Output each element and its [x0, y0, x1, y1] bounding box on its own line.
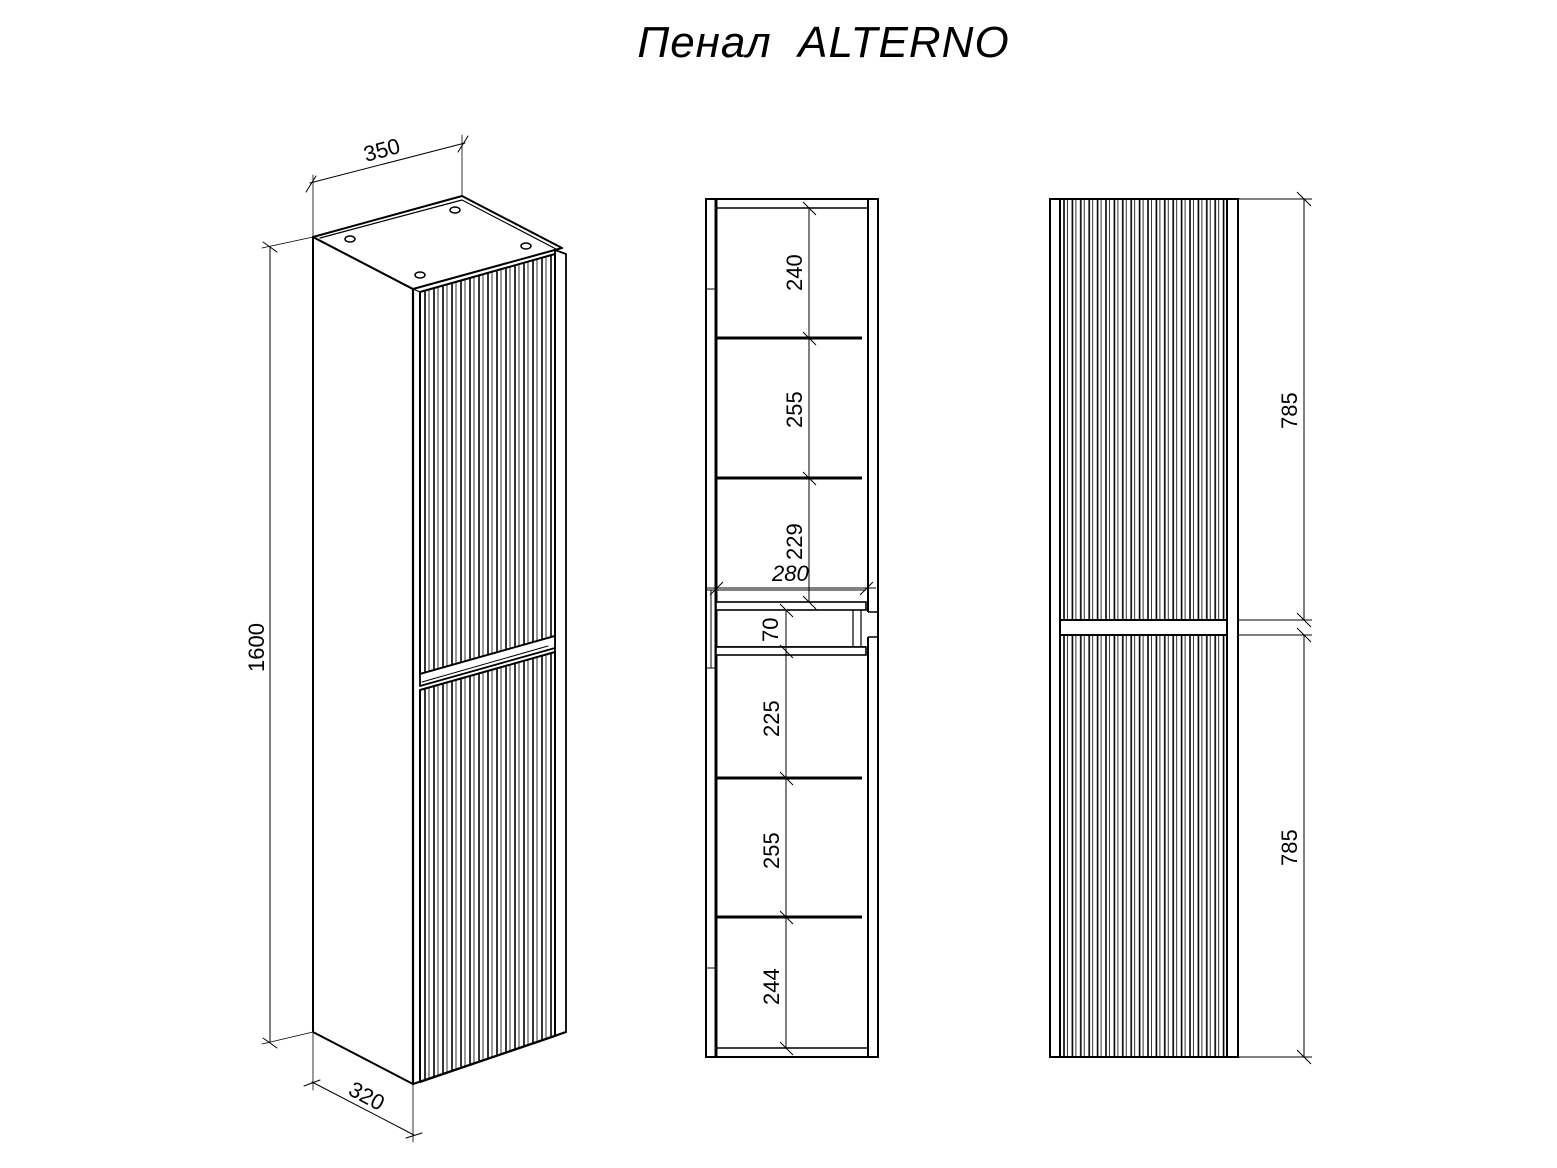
shelf-spacing-4: 225 — [759, 700, 784, 737]
dim-height-label: 1600 — [244, 623, 269, 672]
dim-width-label: 350 — [361, 133, 403, 167]
shelf-spacing-3: 229 — [782, 523, 807, 560]
drawing-title: Пенал ALTERNO — [0, 18, 1557, 68]
upper-door-height-label: 785 — [1277, 392, 1302, 429]
shelf-spacing-6: 244 — [759, 968, 784, 1005]
title-prefix: Пенал — [637, 18, 772, 67]
inner-width-label: 280 — [771, 561, 809, 586]
lower-door-height-label: 785 — [1277, 829, 1302, 866]
shelf-spacing-2: 255 — [782, 391, 807, 428]
shelf-spacing-1: 240 — [782, 254, 807, 291]
dim-depth-label: 320 — [345, 1076, 389, 1115]
niche-height-label: 70 — [758, 618, 783, 642]
front-view — [1049, 191, 1312, 1065]
title-model: ALTERNO — [798, 18, 1010, 67]
isometric-view — [261, 134, 567, 1143]
section-view — [705, 198, 879, 1058]
shelf-spacing-5: 255 — [759, 832, 784, 869]
